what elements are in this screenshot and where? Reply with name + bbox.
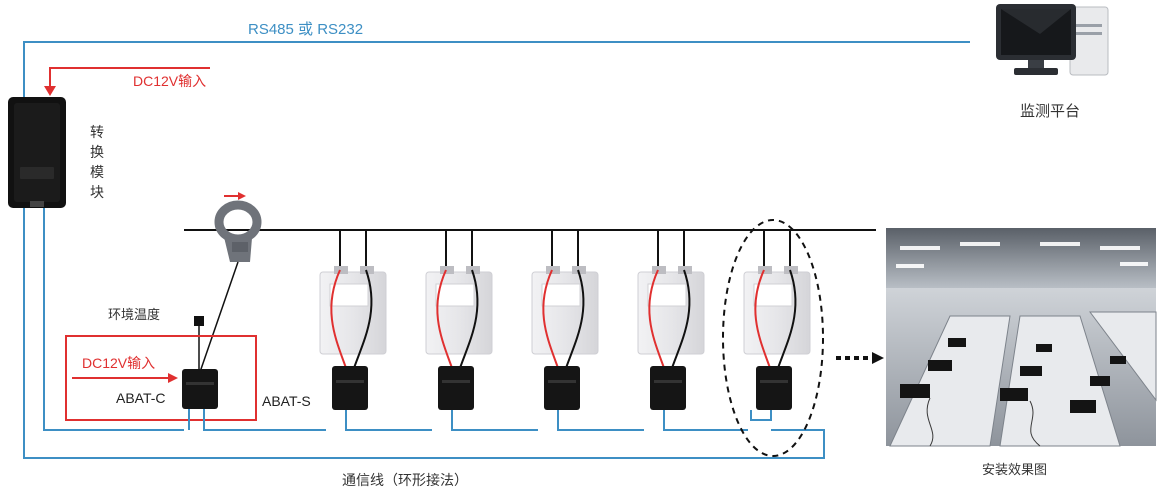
rs485-bus-line	[23, 41, 970, 97]
battery-label-plate	[753, 283, 793, 307]
abat-s-detail	[548, 380, 576, 383]
converter-label-char-4: 块	[90, 184, 104, 200]
abat-s-module	[438, 366, 474, 410]
monitoring-platform-label: 监测平台	[1020, 103, 1081, 120]
converter-label-char-3: 模	[90, 164, 104, 180]
current-sensor-icon	[214, 200, 262, 262]
battery-label-plate	[329, 283, 369, 307]
negative-lead	[565, 269, 585, 369]
abat-s-detail	[760, 380, 788, 383]
battery-terminal	[440, 266, 454, 274]
positive-lead	[436, 269, 453, 369]
abat-c-module	[182, 369, 218, 430]
arrow-right-icon	[224, 192, 246, 200]
battery-terminal	[652, 266, 666, 274]
battery-terminal	[334, 266, 348, 274]
dotted-arrow	[836, 352, 884, 364]
battery-label-plate	[435, 283, 475, 307]
battery-string	[319, 230, 811, 410]
computer-icon	[996, 4, 1109, 76]
temperature-probe-icon	[194, 316, 204, 372]
abat-s-detail	[442, 380, 470, 383]
dc-input-arrow-top	[44, 67, 210, 96]
converter-module-label: 转 换 模 块	[90, 122, 104, 202]
converter-label-char-2: 换	[90, 144, 104, 160]
dc-input-label-bottom: DC12V输入	[82, 355, 156, 371]
abat-c-label: ABAT-C	[116, 390, 166, 406]
env-temp-label: 环境温度	[108, 307, 161, 322]
dc-input-label-top: DC12V输入	[133, 73, 207, 89]
converter-label-char-1: 转	[90, 124, 104, 140]
abat-s-label: ABAT-S	[262, 393, 311, 409]
comm-line-label: 通信线（环形接法）	[342, 472, 468, 488]
installation-photo-caption: 安装效果图	[982, 462, 1048, 477]
abat-s-module	[332, 366, 368, 410]
positive-lead	[648, 269, 665, 369]
abat-s-module	[544, 366, 580, 410]
converter-module	[8, 97, 66, 208]
battery-label-plate	[647, 283, 687, 307]
battery-label-plate	[541, 283, 581, 307]
positive-lead	[542, 269, 559, 369]
abat-s-module	[650, 366, 686, 410]
abat-s-module	[756, 366, 792, 410]
battery-terminal	[758, 266, 772, 274]
positive-lead	[330, 269, 347, 369]
rs485-label: RS485 或 RS232	[248, 21, 364, 38]
negative-lead	[353, 269, 373, 369]
battery-terminal	[546, 266, 560, 274]
highlight-ellipse	[722, 219, 824, 457]
negative-lead	[459, 269, 479, 369]
positive-lead	[754, 269, 771, 369]
abat-s-detail	[336, 380, 364, 383]
sensor-lead	[199, 261, 239, 373]
abat-s-detail	[654, 380, 682, 383]
negative-lead	[777, 269, 797, 369]
negative-lead	[671, 269, 691, 369]
abat-c-highlight-box	[65, 335, 257, 421]
dc-input-arrow-bottom	[72, 373, 178, 383]
installation-photo	[886, 228, 1157, 447]
